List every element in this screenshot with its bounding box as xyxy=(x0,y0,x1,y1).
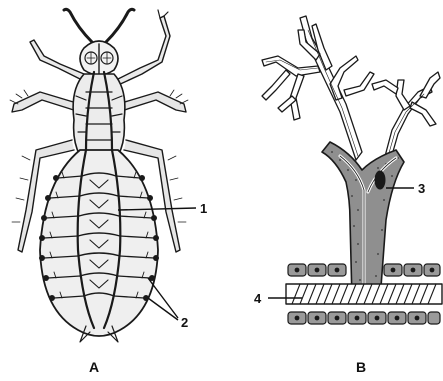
callout-line-2b xyxy=(148,298,178,320)
callout-label-2: 2 xyxy=(181,315,188,330)
spiracle xyxy=(147,195,153,201)
tracheal-cell-drawing xyxy=(262,16,442,324)
spiracle xyxy=(53,175,59,181)
callout-label-4: 4 xyxy=(254,291,262,306)
spiracle xyxy=(49,295,55,301)
leg-mid-right xyxy=(118,92,186,112)
spiracle xyxy=(43,275,49,281)
callout-label-1: 1 xyxy=(200,201,207,216)
spiracle xyxy=(139,175,145,181)
spiracle xyxy=(153,235,159,241)
callout-line-2a xyxy=(148,278,178,318)
panel-label-a: A xyxy=(89,359,99,375)
spiracle xyxy=(39,255,45,261)
leg-front-right xyxy=(116,16,170,86)
spiracle xyxy=(153,255,159,261)
spiracle xyxy=(45,195,51,201)
leg-front-left xyxy=(30,40,84,80)
cell-nucleus xyxy=(375,171,385,189)
tracheoles xyxy=(262,16,440,162)
spiracle xyxy=(41,215,47,221)
callout-label-3: 3 xyxy=(418,181,425,196)
insect-drawing xyxy=(10,9,188,342)
panel-label-b: B xyxy=(356,359,366,375)
spiracle xyxy=(39,235,45,241)
spiracle xyxy=(151,215,157,221)
callout-lines-b xyxy=(268,188,414,298)
leg-mid-left xyxy=(12,92,80,112)
